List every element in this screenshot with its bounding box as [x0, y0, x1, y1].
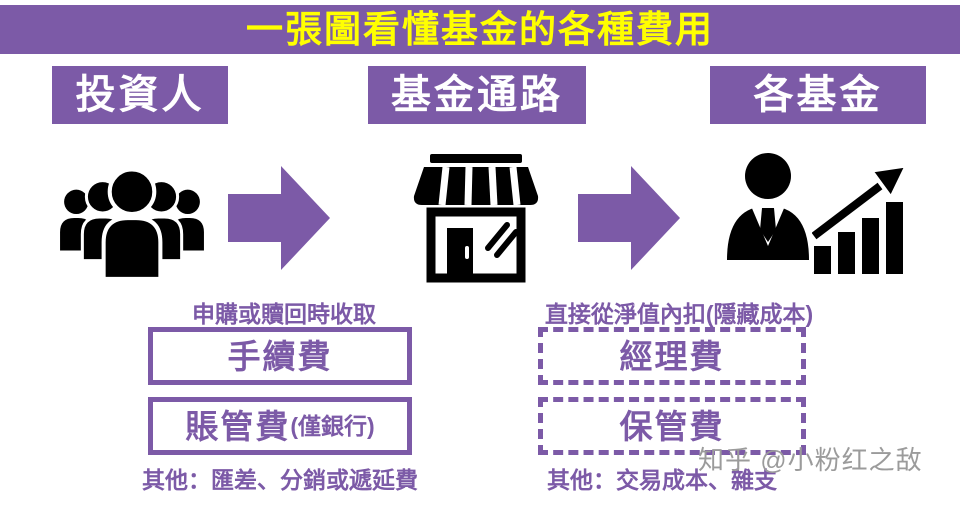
fee-box-account: 賬管費(僅銀行) — [148, 397, 412, 455]
arrow-right-icon-2 — [578, 166, 680, 270]
fee-box-handling: 手續費 — [148, 327, 412, 385]
growth-chart-icon — [812, 166, 908, 274]
fee-note-account: (僅銀行) — [290, 412, 375, 439]
title-banner: 一張圖看懂基金的各種費用 — [0, 5, 960, 54]
page-title: 一張圖看懂基金的各種費用 — [246, 9, 714, 50]
fee-label-account: 賬管費 — [185, 407, 291, 445]
column-header-funds: 各基金 — [710, 66, 926, 124]
right-caption: 直接從淨值內扣(隱藏成本) — [544, 301, 814, 327]
right-footnote: 其他：交易成本、雜支 — [547, 467, 777, 493]
investors-group-icon — [56, 146, 208, 282]
watermark: 知乎 @小粉红之敌 — [698, 445, 923, 475]
fund-manager-svg — [727, 153, 809, 260]
storefront-svg — [413, 154, 539, 283]
investors-group-svg — [60, 167, 204, 281]
arrow-right-svg — [228, 166, 330, 270]
fee-label-custody: 保管費 — [619, 407, 725, 445]
column-header-investor: 投資人 — [52, 66, 228, 124]
arrow-right-svg-2 — [578, 166, 680, 270]
fee-label-handling: 手續費 — [227, 337, 333, 375]
fee-box-management: 經理費 — [538, 327, 806, 385]
fee-box-custody: 保管費 — [538, 397, 806, 455]
left-footnote: 其他：匯差、分銷或遞延費 — [142, 467, 418, 493]
fee-label-management: 經理費 — [619, 337, 725, 375]
storefront-icon — [406, 146, 546, 286]
column-header-channel: 基金通路 — [368, 66, 586, 124]
growth-chart-svg — [812, 166, 908, 274]
left-caption: 申購或贖回時收取 — [192, 301, 376, 327]
arrow-right-icon — [228, 166, 330, 270]
fund-manager-icon — [724, 150, 812, 260]
